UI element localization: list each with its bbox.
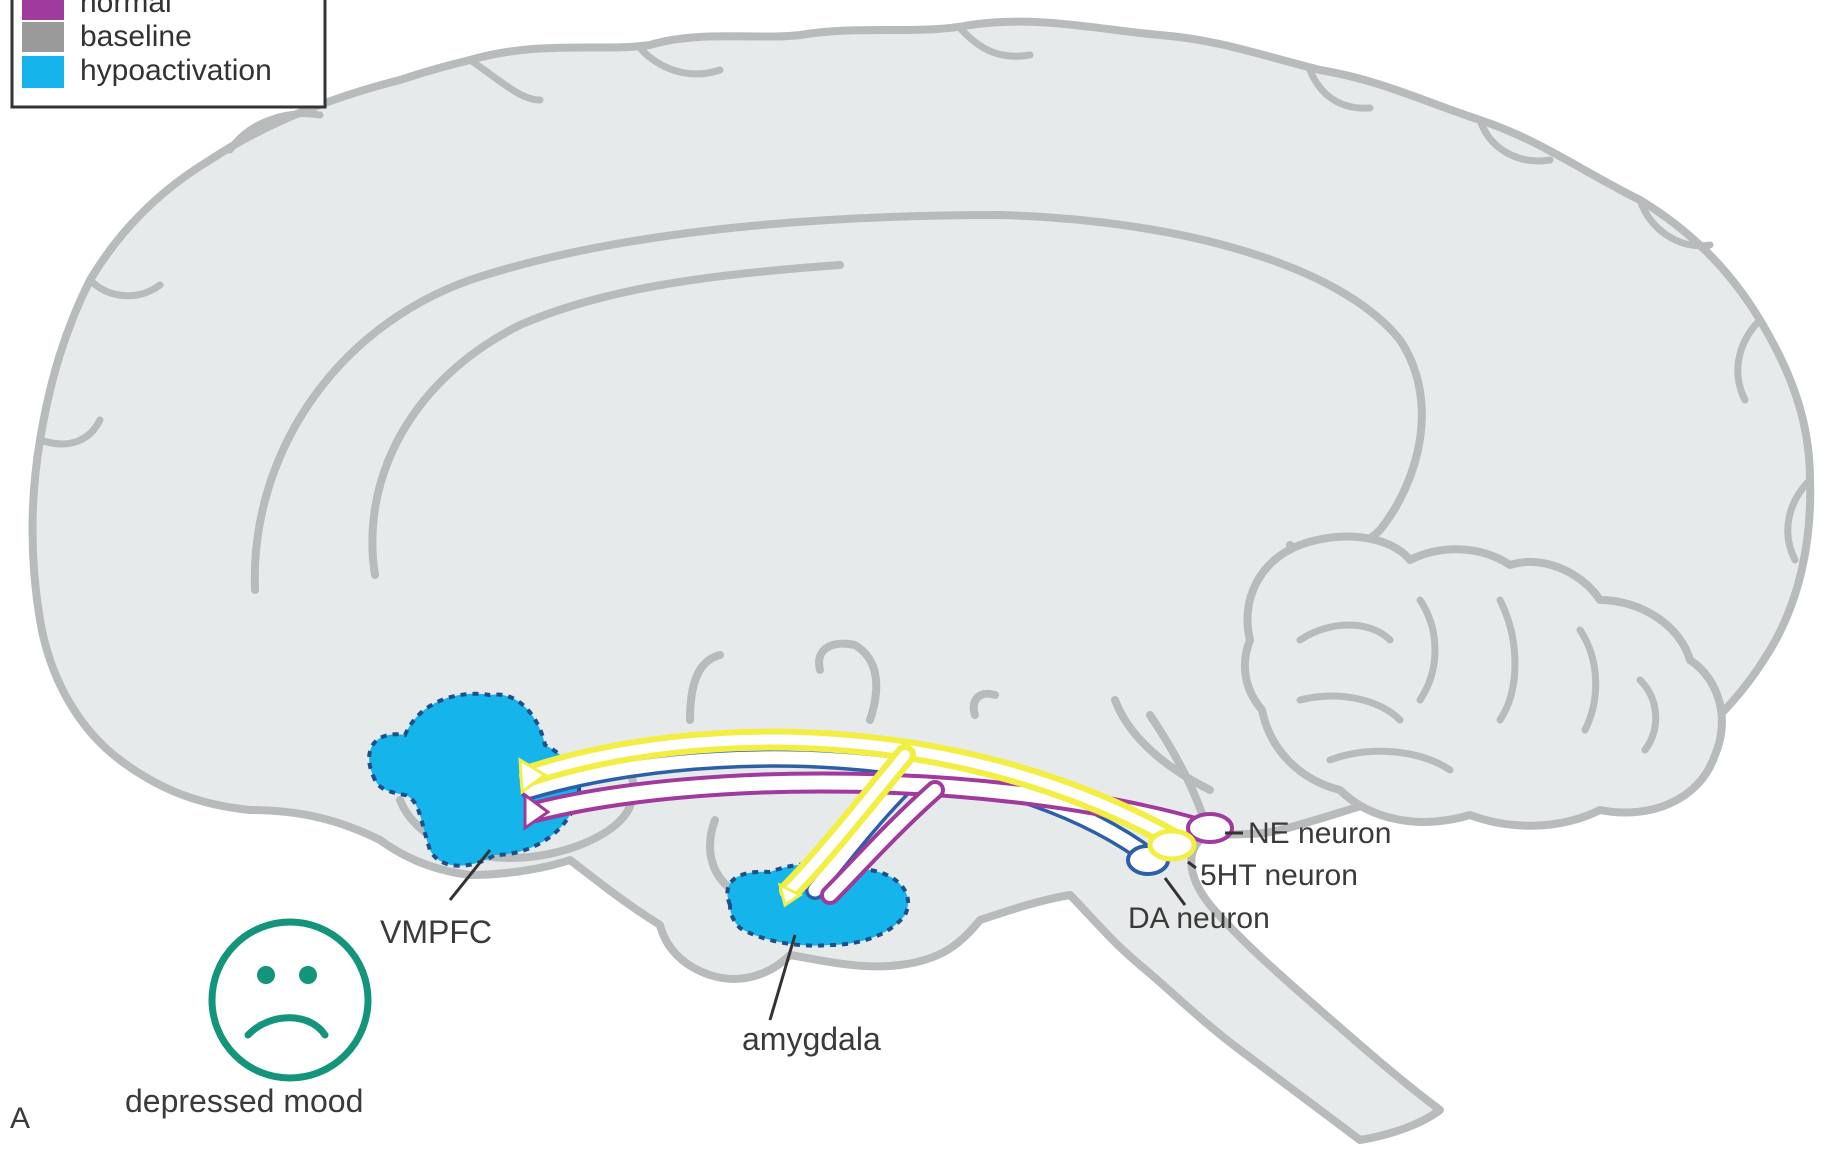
face-circle [212, 922, 368, 1078]
5ht-neuron-body [1150, 831, 1194, 859]
legend-label-normal: normal [80, 0, 172, 19]
legend-swatch-baseline [22, 22, 64, 52]
amygdala-label: amygdala [742, 1021, 881, 1057]
panel-label: A [10, 1102, 30, 1135]
legend-swatch-normal [22, 0, 64, 20]
sad-face-icon [212, 922, 368, 1078]
ne-neuron-body [1188, 814, 1232, 842]
vmpfc-label: VMPFC [380, 914, 492, 950]
mood-label: depressed mood [125, 1083, 363, 1119]
legend-label-hypoactivation: hypoactivation [80, 54, 272, 87]
legend: normal baseline hypoactivation [12, 0, 325, 107]
face-right-eye [299, 966, 317, 984]
ne-neuron-label: NE neuron [1248, 817, 1391, 850]
face-left-eye [257, 966, 275, 984]
legend-swatch-hypoactivation [22, 56, 64, 88]
5ht-neuron-label: 5HT neuron [1200, 859, 1358, 892]
face-frown [248, 1018, 325, 1035]
legend-label-baseline: baseline [80, 20, 192, 53]
da-neuron-label: DA neuron [1128, 902, 1270, 935]
